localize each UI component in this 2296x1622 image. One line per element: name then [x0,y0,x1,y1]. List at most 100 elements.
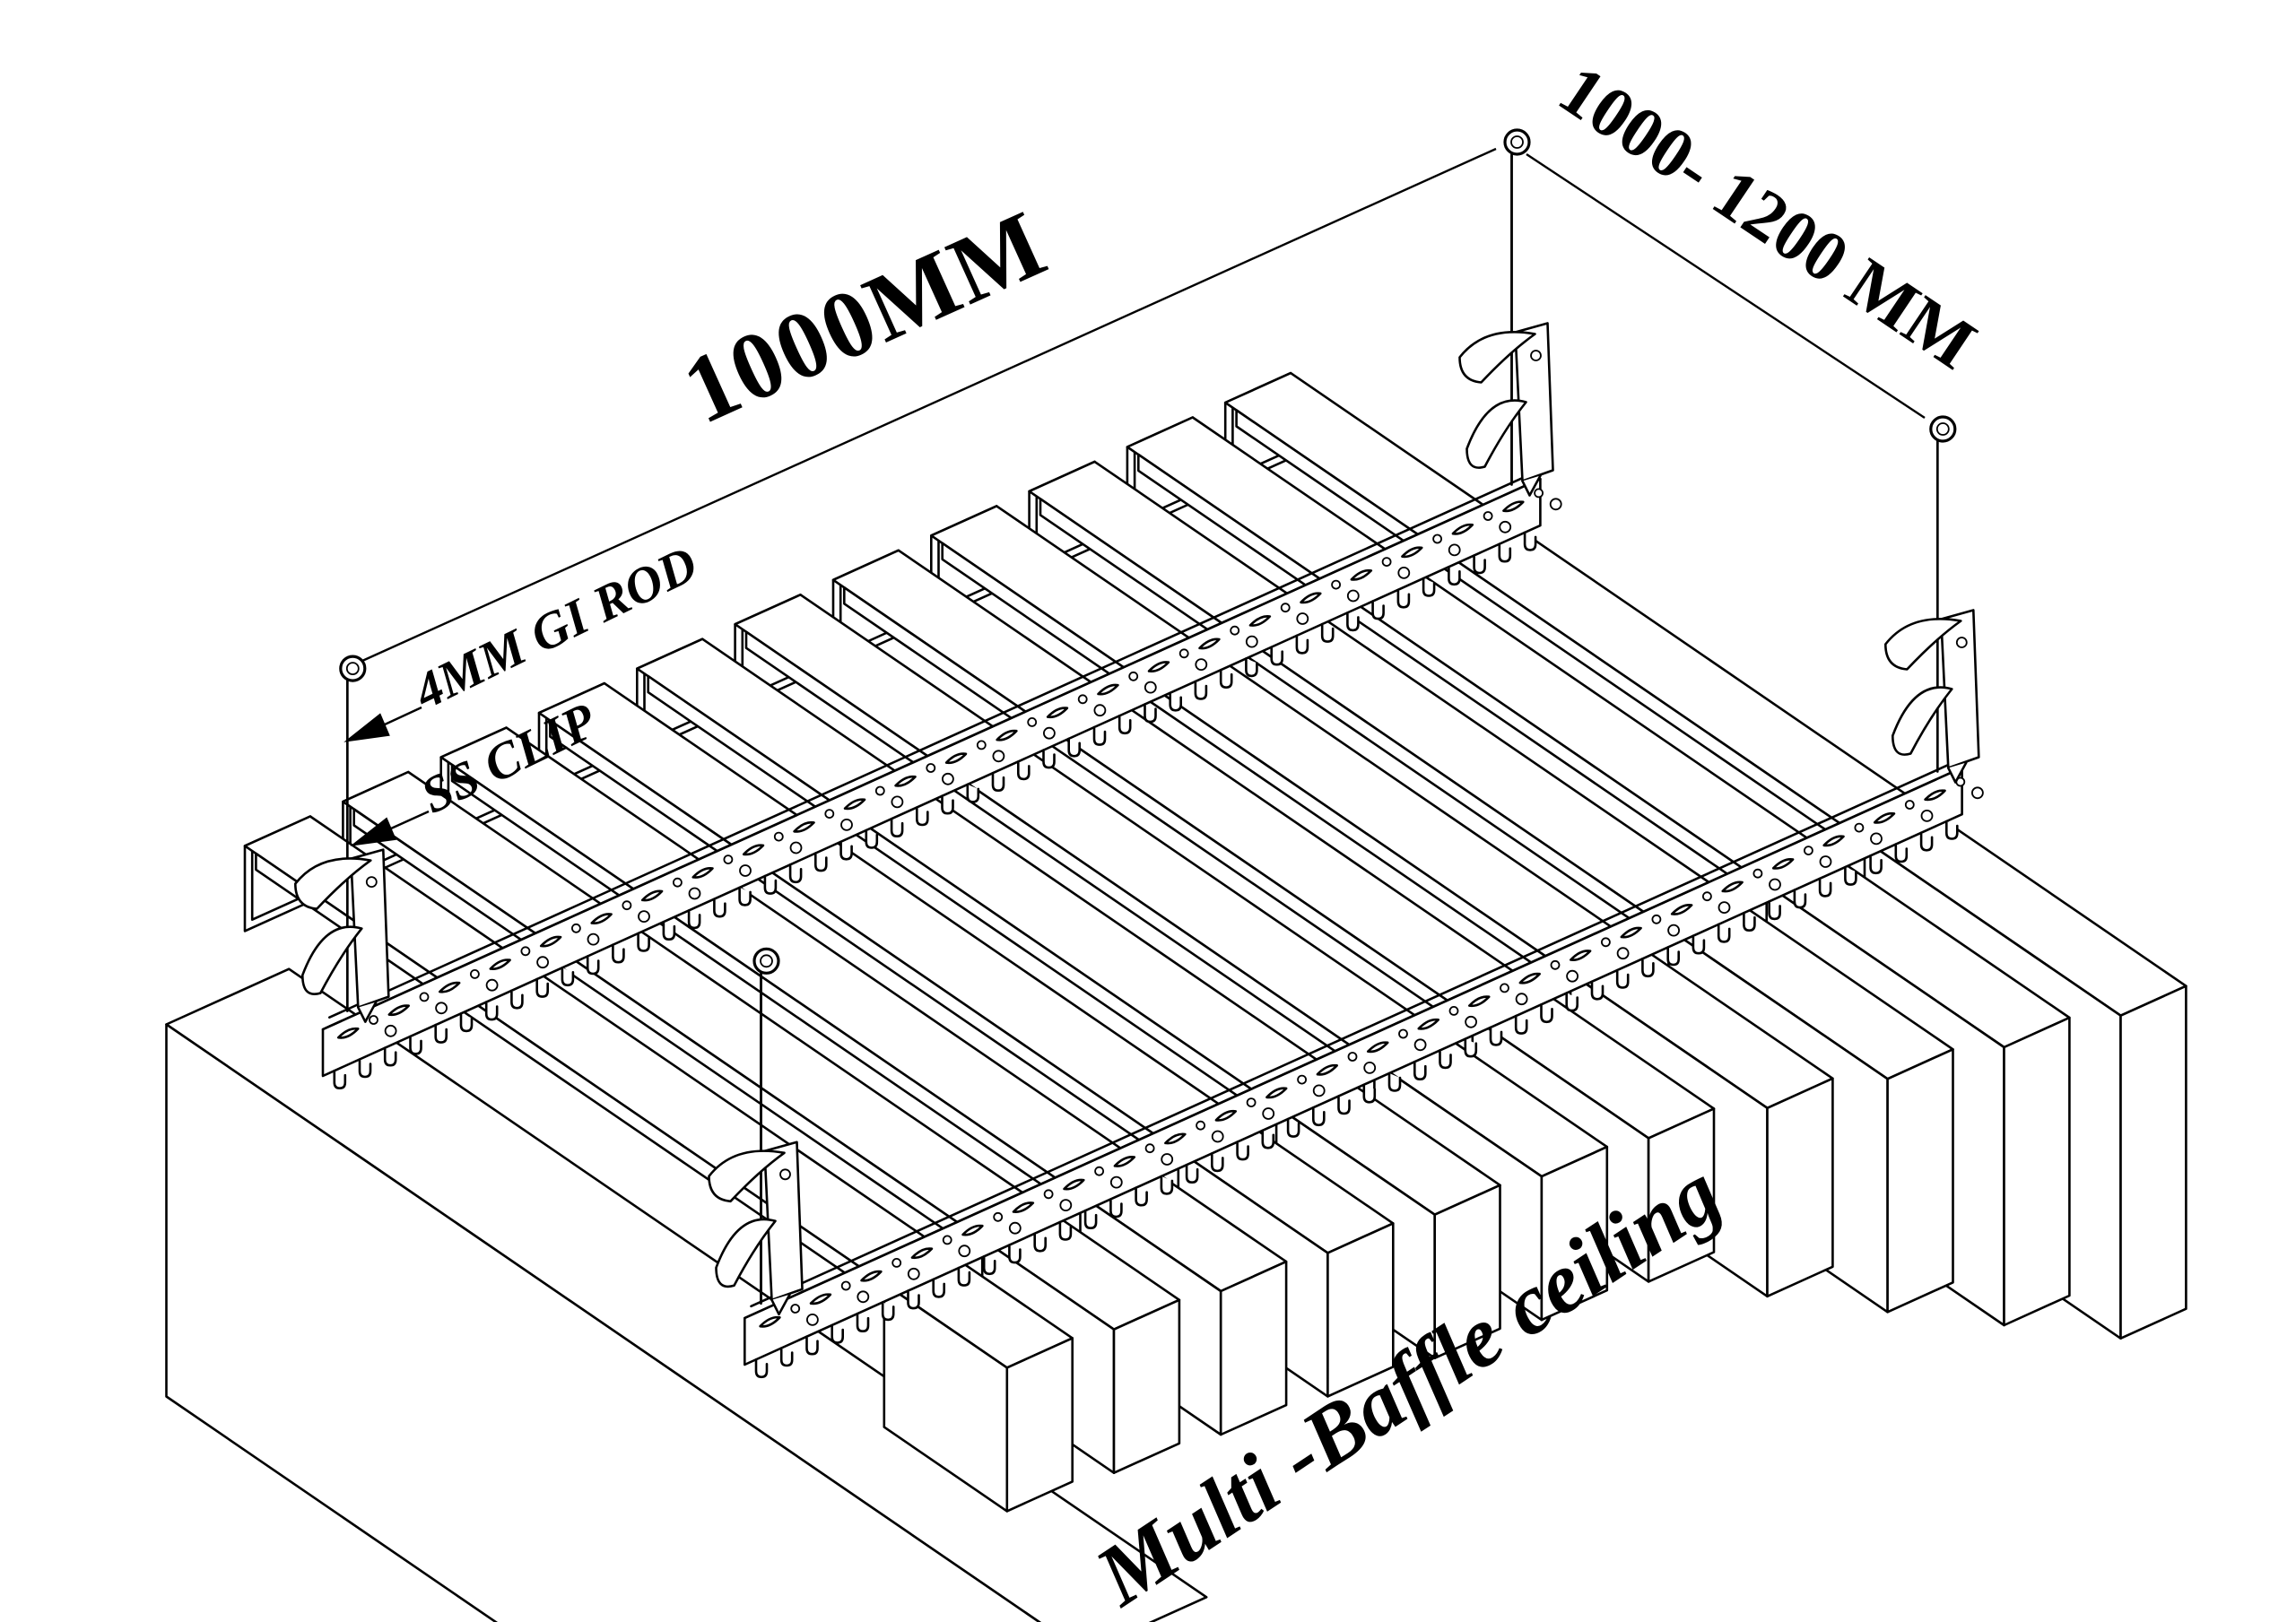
hook-cutout-icon [839,840,853,861]
hook-cutout-icon [1413,1060,1427,1080]
ss-clip [763,1141,804,1316]
hook-cutout-icon [383,1046,397,1067]
hanger-rod-assembly [1884,415,1980,784]
hook-cutout-icon [1362,1083,1377,1104]
hook-cutout-icon [1042,749,1056,769]
hook-cutout-icon [1615,968,1630,989]
dimension-label-rod-drop: 1000- 1200 MM [1545,50,1989,385]
diamond-slot-icon [894,775,917,787]
diamond-slot-icon [944,752,968,765]
diamond-slot-icon [1620,926,1642,939]
dimension-line-hanger-spacing [361,147,1497,663]
leader-arrows [344,706,430,846]
diamond-slot-icon [1451,523,1474,535]
hook-cutout-icon [1844,865,1857,886]
diamond-slot-icon [793,820,815,833]
hook-cutout-icon [1590,980,1605,1001]
hook-cutout-icon [1286,1117,1300,1138]
hook-cutout-icon [1211,1152,1224,1173]
hook-cutout-icon [881,1301,895,1322]
rod-eye-anchor-icon [339,655,367,684]
hook-cutout-icon [1869,854,1883,875]
diamond-slot-icon [910,1247,934,1260]
hook-cutout-icon [916,806,929,827]
hanger-rod-assembly [1458,128,1554,497]
ss-clip-blades [1458,331,1536,469]
diamond-slot-icon [1248,615,1272,627]
diamond-slot-icon [759,1315,781,1328]
diamond-slot-icon [961,1224,984,1236]
diamond-slot-icon [1401,546,1423,559]
hanger-rod-assembly [294,655,390,1023]
hook-cutout-icon [612,943,625,964]
hook-cutout-icon [941,794,954,815]
hook-cutout-icon [1312,1106,1326,1127]
hook-cutout-icon [1489,1026,1503,1046]
diamond-slot-icon [439,981,461,993]
hook-cutout-icon [1169,691,1182,712]
hook-cutout-icon [459,1012,474,1033]
hook-cutout-icon [358,1058,372,1079]
diamond-slot-icon [640,889,664,902]
arrowhead-gi-rod-icon [344,713,390,742]
diamond-slot-icon [1046,707,1069,719]
hook-cutout-icon [1270,646,1283,666]
hook-cutout-icon [932,1278,945,1298]
diamond-slot-icon [1367,1041,1389,1054]
diamond-slot-icon [1097,683,1119,696]
ss-clip-blades [1884,618,1962,756]
isometric-line-art [165,128,2187,1622]
rear-carrier-rail [321,471,1562,1089]
hook-cutout-icon [1717,923,1731,943]
hook-cutout-icon [1236,1141,1249,1161]
hook-cutout-icon [738,886,752,906]
diamond-slot-icon [809,1293,832,1305]
hook-cutout-icon [1565,992,1578,1012]
hook-cutout-icon [1473,554,1486,575]
hook-cutout-icon [1118,715,1132,735]
diamond-slot-icon [1350,568,1373,581]
hook-cutout-icon [637,932,650,952]
diamond-slot-icon [387,1004,410,1017]
diamond-slot-icon [1300,592,1322,604]
diamond-slot-icon [1214,1109,1238,1122]
hook-cutout-icon [535,977,549,998]
diamond-slot-icon [1873,811,1896,824]
diamond-slot-icon [337,1027,360,1039]
diamond-slot-icon [1924,789,1946,802]
diamond-slot-icon [1063,1178,1085,1191]
rod-eye-anchor-icon [752,947,780,977]
hook-cutout-icon [1396,588,1411,609]
hook-cutout-icon [1194,680,1208,700]
hook-cutout-icon [1540,1003,1553,1024]
hook-cutout-icon [1371,600,1385,620]
diamond-slot-icon [860,1270,883,1282]
diamond-slot-icon [1417,1018,1439,1030]
rod-eye-anchor-icon [1929,415,1957,445]
hook-cutout-icon [1092,725,1107,746]
hook-cutout-icon [1439,1049,1452,1070]
hook-cutout-icon [1498,542,1512,563]
hook-cutout-icon [957,1266,971,1287]
diamond-slot-icon [1316,1063,1338,1076]
hook-cutout-icon [788,863,803,884]
hook-cutout-icon [713,898,726,918]
dimension-line-rod-drop [1526,152,1926,420]
diamond-slot-icon [1012,1201,1035,1213]
hook-cutout-icon [779,1347,794,1367]
diamond-slot-icon [1502,500,1525,513]
ss-clip-blades [708,1149,786,1288]
hook-cutout-icon [982,1255,996,1276]
hook-cutout-icon [1033,1232,1047,1253]
hook-cutout-icon [510,989,524,1010]
hook-cutout-icon [1058,1220,1073,1241]
hook-cutout-icon [1743,911,1756,932]
diamond-slot-icon [1721,880,1744,893]
hook-cutout-icon [856,1312,870,1332]
diamond-slot-icon [539,935,562,948]
hook-cutout-icon [561,967,575,987]
ss-clip [350,848,390,1023]
front-carrier-rail [744,759,1984,1379]
diamond-slot-icon [1198,638,1221,650]
